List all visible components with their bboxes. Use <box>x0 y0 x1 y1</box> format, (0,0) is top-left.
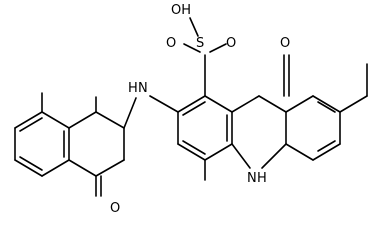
bond <box>317 101 336 113</box>
bond <box>19 156 43 171</box>
bond <box>285 95 314 113</box>
nh-upper-n-label: N <box>138 81 148 96</box>
sulfonyl-oxygen-left-label: O <box>166 36 176 51</box>
bond <box>182 101 206 116</box>
bond <box>177 143 206 161</box>
bond <box>183 43 201 53</box>
bond <box>68 159 97 177</box>
oh-label: OH <box>171 3 191 18</box>
bond <box>231 95 260 113</box>
carbonyl-oxygen-top-label: O <box>280 36 290 51</box>
sulfur-label: S <box>196 36 204 51</box>
bond <box>177 95 206 113</box>
bond <box>182 140 206 155</box>
bond <box>231 143 251 169</box>
bond <box>339 95 368 113</box>
structure-drawing: OH S O O H N N H O O <box>14 3 368 216</box>
bond <box>312 95 341 113</box>
bond-set <box>14 17 368 197</box>
bond <box>317 140 336 152</box>
atom-label-set: OH S O O H N N H O O <box>110 3 290 216</box>
bond <box>209 43 227 53</box>
bond <box>14 111 43 129</box>
bond <box>41 111 70 129</box>
bond <box>204 95 233 113</box>
bond <box>123 97 137 129</box>
sulfonyl-oxygen-right-label: O <box>226 36 236 51</box>
structure-figure: OH S O O H N N H O O <box>14 3 368 216</box>
bond <box>258 95 287 113</box>
nh-lower-n-label: N <box>247 171 257 186</box>
bond <box>14 159 43 177</box>
bond <box>68 111 97 129</box>
bond <box>19 117 43 132</box>
bond <box>95 111 125 129</box>
bond <box>95 159 125 177</box>
bond <box>285 143 314 161</box>
bond <box>149 95 179 113</box>
carbonyl-oxygen-bottom-label: O <box>110 201 120 216</box>
nh-lower-h-label: H <box>257 171 267 186</box>
nh-upper-h-label: H <box>128 81 138 96</box>
bond <box>261 143 287 169</box>
bond <box>312 143 341 161</box>
bond <box>204 143 233 161</box>
bond <box>189 17 199 37</box>
bond <box>41 159 70 177</box>
